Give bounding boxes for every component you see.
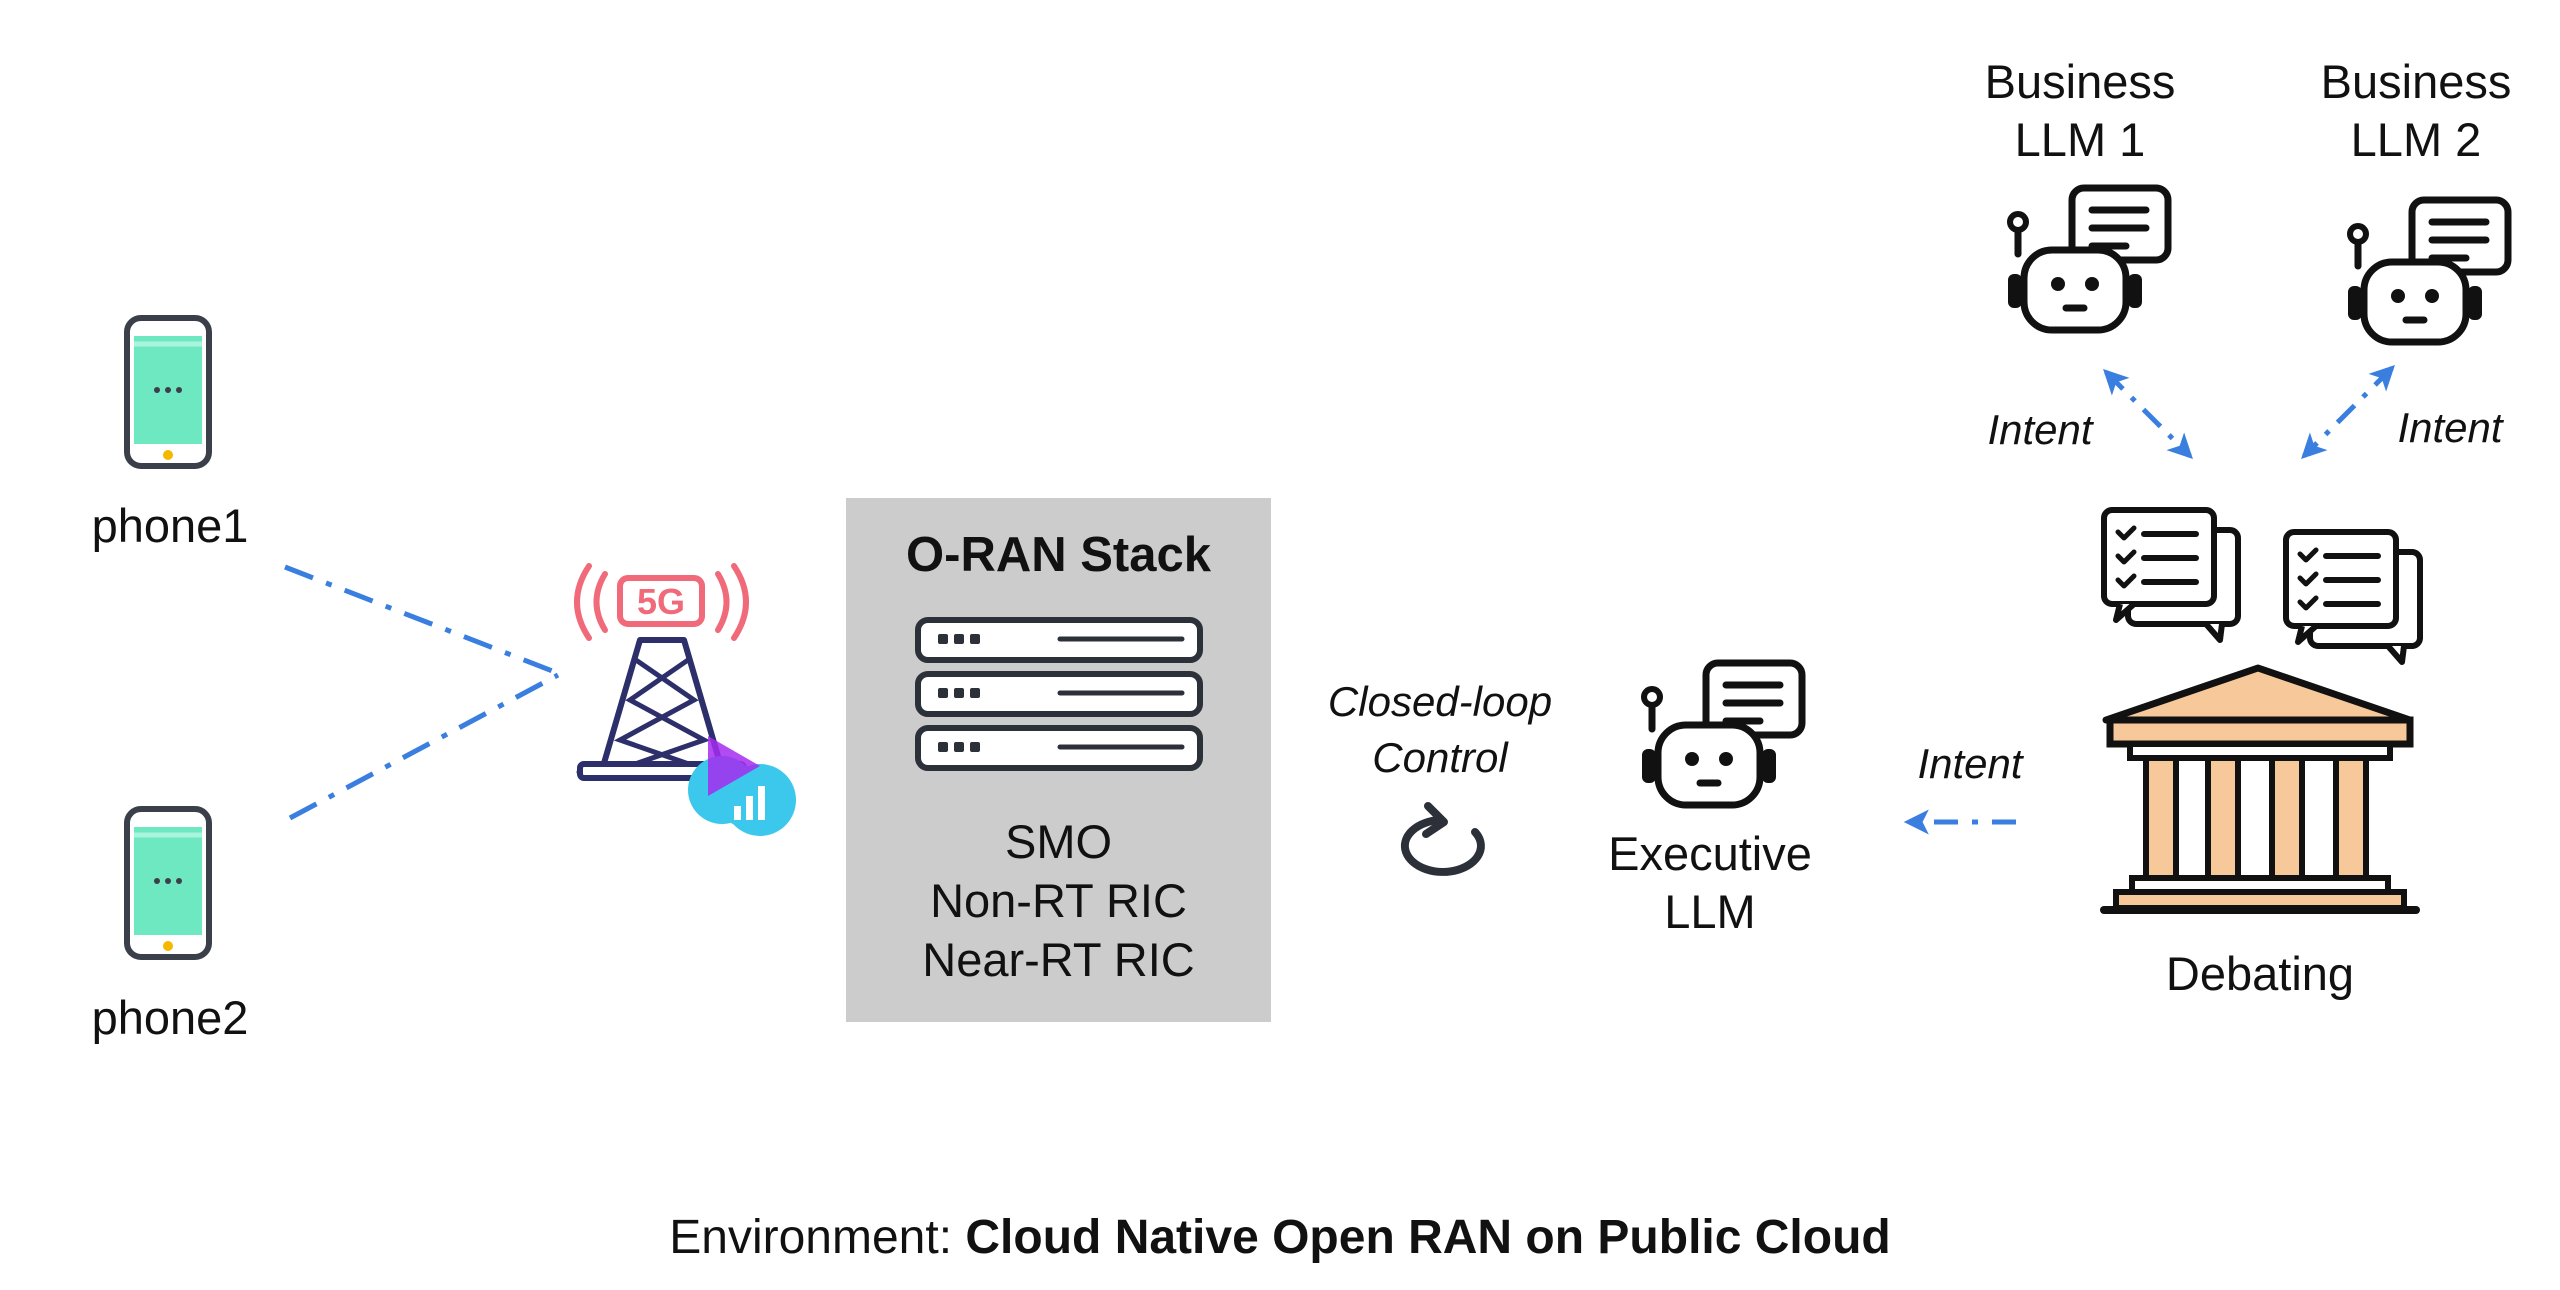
oran-component-smo: SMO bbox=[1004, 815, 1113, 868]
business-llm2-robot-icon bbox=[2348, 200, 2508, 342]
phone2-label: phone2 bbox=[91, 991, 249, 1044]
business-llm2-label-2: LLM 2 bbox=[2350, 113, 2482, 166]
business-llm1-label-1: Business bbox=[1984, 55, 2176, 108]
executive-label-1: Executive bbox=[1608, 827, 1812, 880]
oran-component-non-rt-ric: Non-RT RIC bbox=[930, 874, 1187, 927]
checklist-chat-icon-2 bbox=[2286, 532, 2420, 662]
phone2-icon bbox=[127, 809, 209, 957]
environment-prefix: Environment: bbox=[669, 1211, 966, 1264]
phone2-link bbox=[288, 672, 560, 821]
tower-badge: 5G bbox=[637, 581, 685, 622]
closed-loop-icon bbox=[1400, 816, 1485, 876]
phone1-link bbox=[284, 564, 556, 675]
oran-components: SMO Non-RT RIC Near-RT RIC bbox=[846, 812, 1271, 989]
oran-component-near-rt-ric: Near-RT RIC bbox=[922, 933, 1195, 986]
intent-label-executive: Intent bbox=[1917, 740, 2023, 787]
oran-stack-title: O-RAN Stack bbox=[906, 528, 1211, 582]
business-llm2-label-1: Business bbox=[2320, 55, 2512, 108]
cloud-signal-icon bbox=[688, 736, 796, 836]
intent-arrow-llm1 bbox=[2103, 369, 2193, 459]
executive-label-2: LLM bbox=[1664, 885, 1756, 938]
phone1-label: phone1 bbox=[91, 499, 249, 552]
business-llm1-label-2: LLM 1 bbox=[2014, 113, 2146, 166]
business-llm1-robot-icon bbox=[2008, 188, 2168, 330]
debating-building-icon bbox=[2100, 664, 2420, 914]
intent-label-llm1: Intent bbox=[1987, 406, 2093, 453]
executive-robot-icon bbox=[1642, 663, 1802, 805]
intent-label-llm2: Intent bbox=[2397, 404, 2503, 451]
closed-loop-label-2: Control bbox=[1372, 734, 1508, 781]
server-rack-icon bbox=[915, 617, 1203, 771]
environment-name: Cloud Native Open RAN on Public Cloud bbox=[965, 1211, 1891, 1264]
debating-label: Debating bbox=[2165, 947, 2355, 1000]
intent-arrow-llm2 bbox=[2301, 365, 2395, 459]
phone1-icon bbox=[127, 318, 209, 466]
environment-caption: Environment: Cloud Native Open RAN on Pu… bbox=[0, 1207, 2560, 1269]
checklist-chat-icon-1 bbox=[2104, 510, 2238, 640]
closed-loop-label-1: Closed-loop bbox=[1327, 678, 1553, 725]
